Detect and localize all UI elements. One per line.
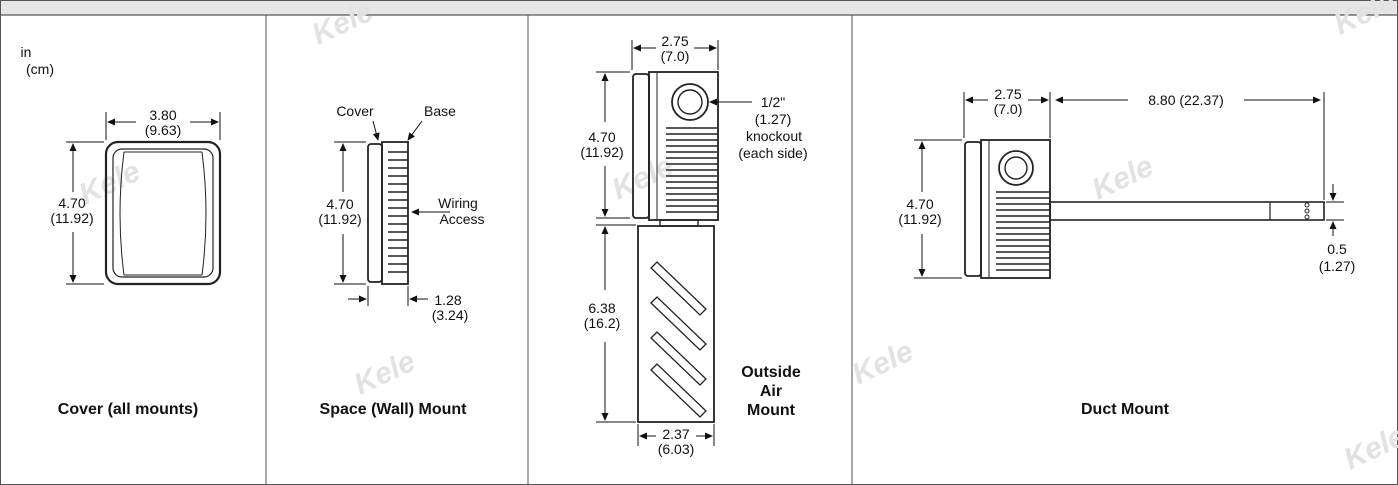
duct-length-dimension (1055, 92, 1325, 200)
duct-probe-dia-in: 0.5 (1327, 241, 1347, 257)
oa-housing-height-cm: (11.92) (580, 144, 623, 160)
duct-height-in: 4.70 (906, 196, 933, 212)
space-mount-drawing (367, 141, 409, 285)
oa-housing-height-in: 4.70 (588, 129, 615, 145)
duct-width-dimension (963, 92, 1051, 138)
space-depth-cm: (3.24) (432, 307, 469, 323)
duct-probe-drawing (1049, 201, 1325, 221)
oa-shield-width-cm: (6.03) (658, 441, 695, 457)
wiring-access-label: Wiring (438, 195, 478, 211)
watermark: Kele (1339, 420, 1398, 477)
cover-drawing (104, 140, 222, 286)
oa-shield-height-cm: (16.2) (584, 315, 621, 331)
base-label: Base (424, 103, 456, 119)
oa-top-width-cm: (7.0) (661, 48, 690, 64)
cover-height-dimension (66, 141, 104, 285)
outside-air-caption: Air (760, 383, 782, 400)
space-mount-panel: Cover Base Wiring Access (318, 103, 484, 418)
watermark: Kele (1329, 0, 1398, 41)
duct-probe-dia-cm: (1.27) (1319, 258, 1356, 274)
oa-shield-height-dimension (596, 224, 636, 423)
space-height-in: 4.70 (326, 196, 353, 212)
cover-width-cm: (9.63) (145, 122, 182, 138)
space-depth-dimension (348, 286, 428, 306)
duct-height-cm: (11.92) (898, 211, 941, 227)
cover-caption: Cover (all mounts) (58, 401, 198, 418)
space-mount-caption: Space (Wall) Mount (320, 401, 468, 418)
units-label: (cm) (26, 61, 54, 77)
cover-height-cm: (11.92) (50, 210, 93, 226)
cover-label: Cover (336, 103, 374, 119)
oa-shield-width-in: 2.37 (662, 426, 689, 442)
duct-housing-drawing (964, 139, 1051, 279)
oa-shield-height-in: 6.38 (588, 300, 615, 316)
knockout-label: knockout (746, 128, 802, 144)
duct-probe-length: 8.80 (22.37) (1148, 92, 1224, 108)
outside-air-caption: Mount (747, 402, 796, 419)
cover-width-dimension (105, 112, 221, 140)
duct-mount-caption: Duct Mount (1081, 401, 1170, 418)
space-height-dimension (334, 141, 366, 285)
oa-top-width-in: 2.75 (661, 33, 688, 49)
watermark: Kele (847, 335, 918, 392)
units-label: in (21, 44, 32, 60)
space-depth-in: 1.28 (434, 292, 461, 308)
duct-width-in: 2.75 (994, 86, 1021, 102)
oa-top-width-dimension (631, 40, 719, 70)
watermark: Kele (1087, 150, 1158, 207)
oa-housing-drawing (632, 71, 719, 227)
duct-mount-panel: 2.75 (7.0) 8.80 (22.37) (898, 86, 1355, 418)
cover-panel: in (cm) 3.80 (9.63) 4.70 (11.92) Cover (… (21, 44, 222, 418)
outside-air-caption: Outside (741, 364, 801, 381)
space-height-cm: (11.92) (318, 211, 361, 227)
cover-height-in: 4.70 (58, 195, 85, 211)
outside-air-panel: 2.75 (7.0) 1/2" (1.27) knoc (580, 33, 807, 457)
knockout-label: 1/2" (761, 94, 785, 110)
oa-shield-drawing (637, 225, 715, 423)
duct-width-cm: (7.0) (994, 101, 1023, 117)
watermarks: Kele Kele Kele Kele Kele Kele Kele Kele (74, 0, 1398, 476)
watermark: Kele (349, 345, 420, 402)
duct-height-dimension (914, 139, 962, 279)
oa-shield-width-dimension (637, 424, 715, 446)
oa-housing-height-dimension (596, 71, 630, 219)
wiring-access-label: Access (439, 211, 484, 227)
duct-probe-dia-dimension (1326, 184, 1344, 236)
knockout-label: (each side) (738, 145, 807, 161)
cover-width-in: 3.80 (149, 107, 176, 123)
knockout-label: (1.27) (755, 111, 792, 127)
label-leaders (372, 120, 450, 216)
